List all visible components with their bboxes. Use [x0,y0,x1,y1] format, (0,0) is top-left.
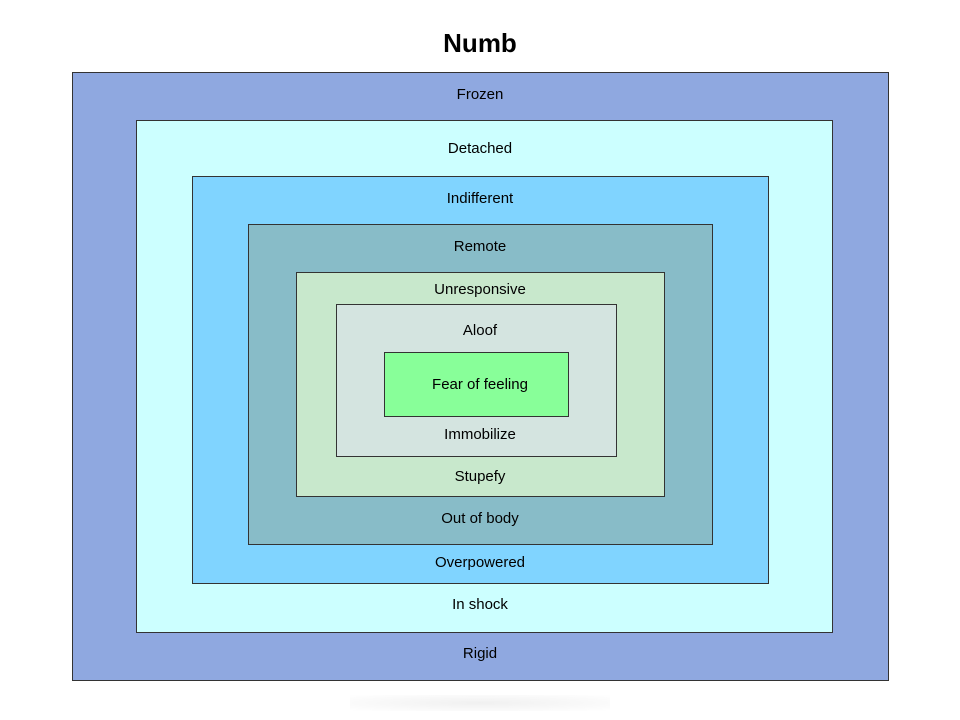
layer-3-bottom-label: Overpowered [434,554,526,571]
layer-4-bottom-label: Out of body [441,510,519,527]
layer-5-top-label: Unresponsive [434,281,526,298]
layer-3-top-label: Indifferent [446,190,514,207]
layer-5-bottom-label: Stupefy [454,468,506,485]
layer-2-top-label: Detached [447,140,513,157]
layer-1-bottom-label: Rigid [462,645,498,662]
layer-4-top-label: Remote [453,238,507,255]
layer-6-top-label: Aloof [462,322,498,339]
diagram-title: Numb [443,28,517,58]
bottom-shadow [350,695,610,711]
core-label: Fear of feeling [432,376,528,393]
layer-2-bottom-label: In shock [452,596,508,613]
core-box [384,352,569,417]
layer-1-top-label: Frozen [456,86,504,103]
layer-6-bottom-label: Immobilize [444,426,516,443]
